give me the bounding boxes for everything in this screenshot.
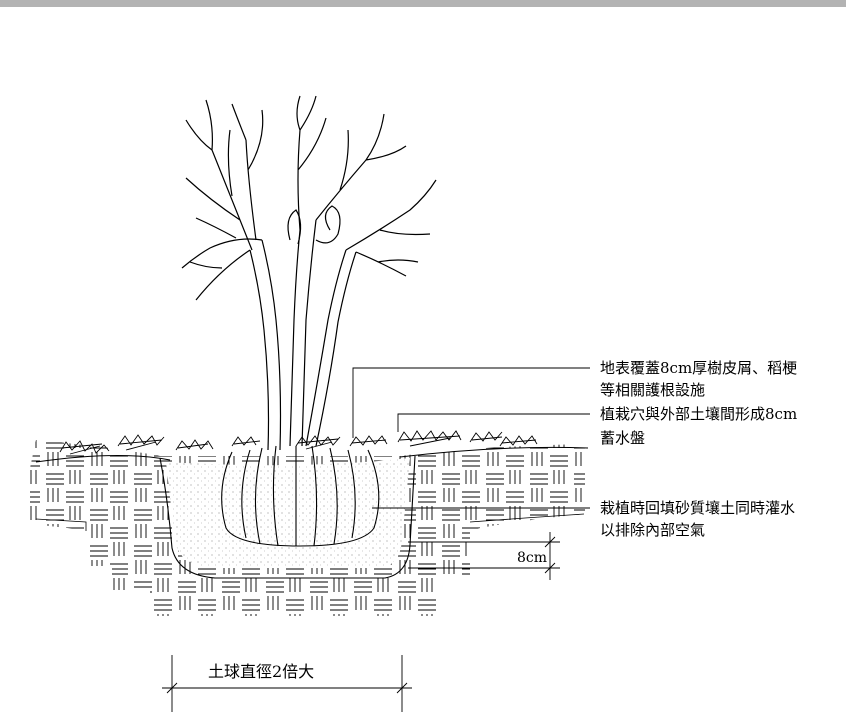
trunk-right (305, 249, 347, 447)
basin-leader (397, 413, 590, 432)
top-divider-bar (0, 0, 846, 7)
basin-label-line1: 植栽穴與外部土壤間形成8cm (600, 405, 798, 423)
mulch-label-line1: 地表覆蓋8cm厚樹皮屑、稻梗 (600, 359, 798, 377)
trunk-left (249, 249, 270, 451)
basin-label-line2: 蓄水盤 (600, 429, 646, 447)
depth-dimension-label: 8cm (517, 550, 548, 566)
backfill-label-line1: 栽植時回填砂質壤土同時灌水 (600, 499, 796, 517)
mulch-layer (59, 430, 538, 455)
root-ball (221, 445, 380, 547)
mulch-label-line2: 等相關護根設施 (600, 381, 706, 399)
pit-outline (159, 455, 416, 579)
backfill-label-line2: 以排除內部空氣 (600, 521, 706, 539)
depth-dimension (408, 532, 560, 580)
width-dimension-label: 土球直徑2倍大 (208, 662, 315, 681)
leader-lines (352, 367, 590, 509)
trunk-center (289, 229, 301, 447)
sandy-loam-backfill (166, 458, 410, 568)
planting-pit (159, 455, 416, 579)
width-dimension (162, 655, 412, 712)
tree (181, 95, 437, 451)
mulch-leader (352, 367, 590, 438)
